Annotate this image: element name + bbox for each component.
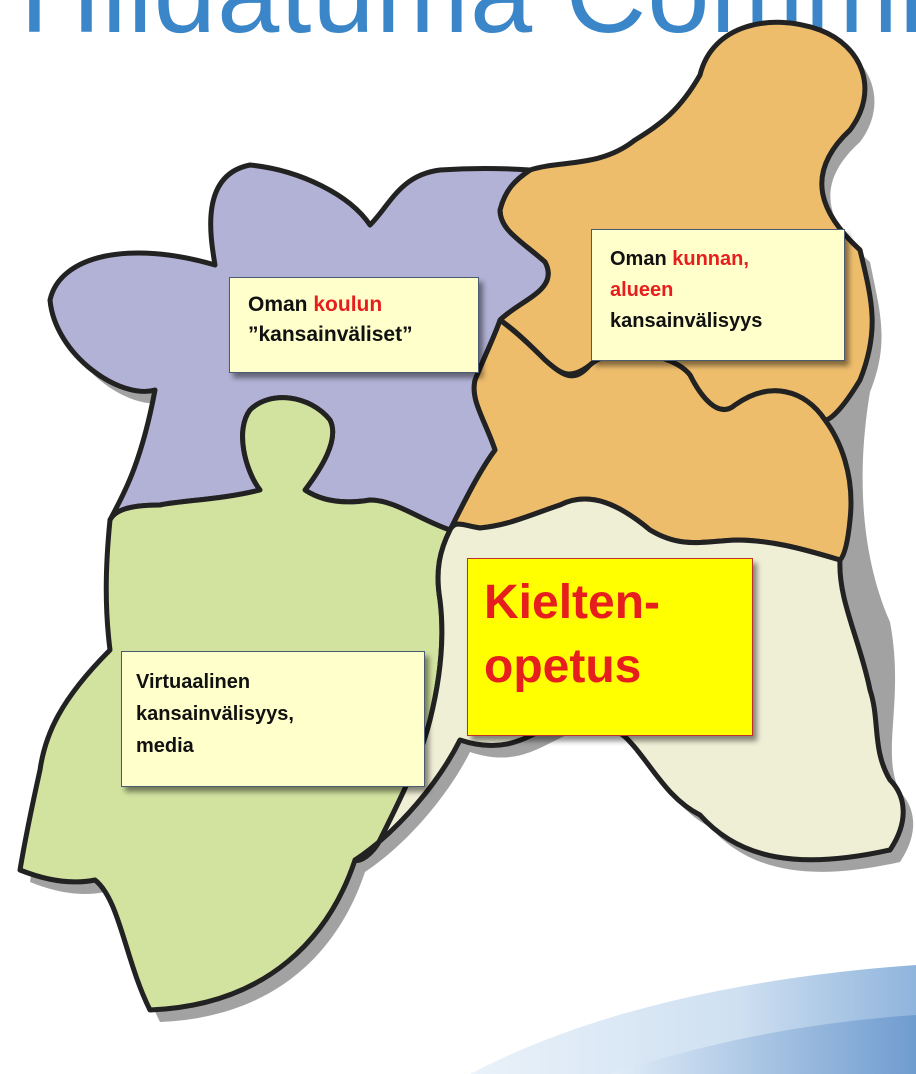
textbox-line: Kielten- (484, 576, 661, 629)
text-prefix: Oman (248, 293, 308, 316)
textbox-oman-koulun: Oman koulun ”kansainväliset” (229, 277, 479, 373)
text-highlight: alueen (610, 279, 674, 301)
textbox-line: opetus (484, 640, 642, 693)
textbox-line: ”kansainväliset” (248, 323, 413, 346)
textbox-virtuaalinen: Virtuaalinen kansainvälisyys, media (121, 651, 425, 787)
textbox-kieltenopetus: Kielten- opetus (467, 558, 753, 736)
text-highlight: kunnan, (672, 248, 749, 270)
textbox-line: Oman kunnan, (610, 244, 834, 275)
textbox-line: Virtuaalinen (136, 671, 251, 693)
textbox-line: kansainvälisyys, (136, 703, 294, 725)
text-highlight: koulun (313, 293, 383, 316)
textbox-line: kansainvälisyys (610, 310, 763, 332)
textbox-line: Oman koulun (248, 290, 464, 320)
text-prefix: Oman (610, 248, 667, 270)
textbox-line: media (136, 735, 194, 757)
textbox-oman-kunnan: Oman kunnan, alueen kansainvälisyys (591, 229, 845, 361)
